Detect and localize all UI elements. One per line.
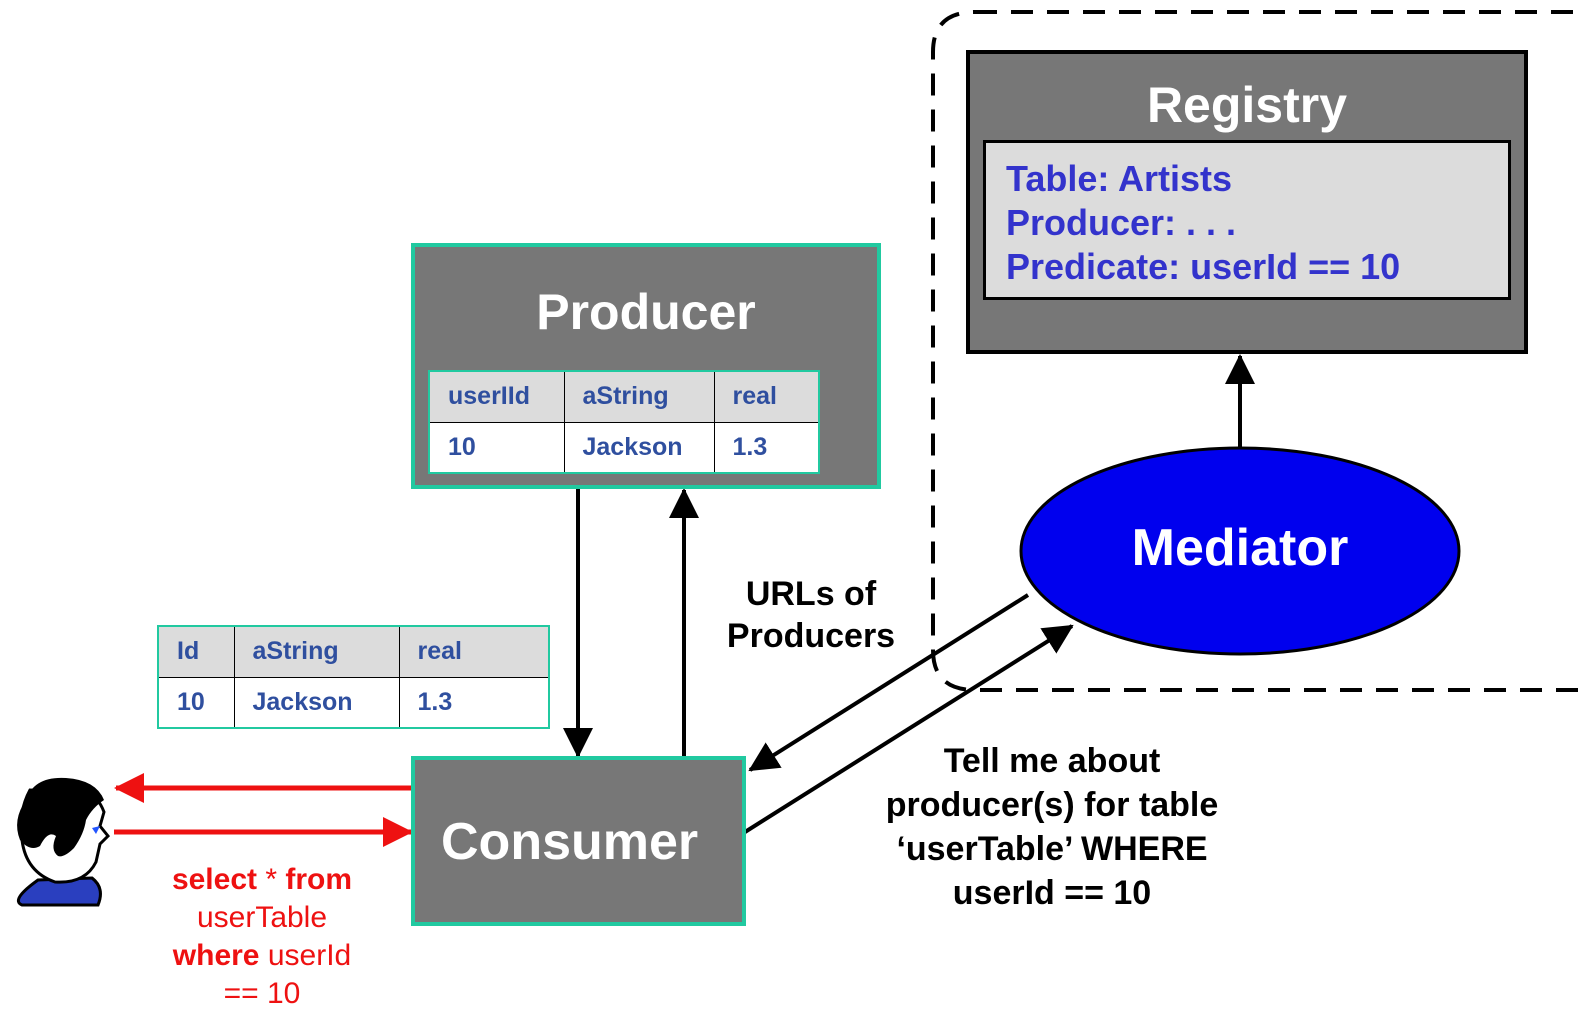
query-line: where userId bbox=[132, 937, 392, 975]
table-header-cell: userIId bbox=[428, 370, 565, 423]
table-header-cell: real bbox=[713, 370, 820, 423]
registry-line: Producer: . . . bbox=[1006, 202, 1237, 243]
registry-title: Registry bbox=[1146, 77, 1348, 133]
mediator-ellipse bbox=[1019, 446, 1461, 656]
urls-of-producers-label: URLs of Producers bbox=[700, 573, 922, 657]
query-keyword: from bbox=[285, 863, 353, 896]
label-line: Tell me about bbox=[943, 742, 1161, 780]
registry-region-border bbox=[931, 10, 1578, 692]
consumer-result-table: Id aString real 10 Jackson 1.3 bbox=[157, 625, 550, 729]
user-head-icon bbox=[17, 777, 111, 907]
label-line: ‘userTable’ WHERE bbox=[896, 830, 1208, 868]
table-cell: Jackson bbox=[563, 421, 715, 474]
query-line: == 10 bbox=[223, 977, 301, 1010]
table-cell: Jackson bbox=[233, 676, 400, 729]
producer-table: userIId aString real 10 Jackson 1.3 bbox=[428, 370, 820, 474]
query-keyword: where bbox=[172, 939, 260, 972]
table-header-cell: Id bbox=[157, 625, 235, 678]
table-header-cell: aString bbox=[233, 625, 400, 678]
label-line: userId == 10 bbox=[952, 874, 1152, 912]
query-line: userTable bbox=[196, 901, 328, 934]
sql-query: select * from userTable where userId == … bbox=[132, 861, 392, 1013]
query-line: select * from bbox=[132, 861, 392, 899]
producer-title: Producer bbox=[536, 284, 756, 340]
arrow-consumer-to-mediator bbox=[743, 624, 1074, 834]
table-header-cell: real bbox=[398, 625, 550, 678]
table-header-cell: aString bbox=[563, 370, 715, 423]
table-cell: 10 bbox=[157, 676, 235, 729]
query-text: userId bbox=[259, 939, 352, 972]
table-header-row: userIId aString real bbox=[428, 370, 820, 423]
query-keyword: select bbox=[171, 863, 258, 896]
registry-line: Table: Artists bbox=[1006, 158, 1233, 199]
mediator-title: Mediator bbox=[1131, 519, 1349, 577]
arrow-mediator-to-consumer bbox=[748, 593, 1030, 772]
consumer-box: Consumer bbox=[411, 756, 746, 926]
table-header-row: Id aString real bbox=[157, 625, 550, 678]
consumer-title: Consumer bbox=[441, 813, 699, 871]
tell-me-about-label: Tell me about producer(s) for table ‘use… bbox=[852, 739, 1252, 915]
table-cell: 1.3 bbox=[713, 421, 820, 474]
table-row: 10 Jackson 1.3 bbox=[428, 421, 820, 474]
label-line: Producers bbox=[726, 617, 896, 655]
registry-line: Predicate: userId == 10 bbox=[1006, 246, 1401, 287]
table-cell: 10 bbox=[428, 421, 565, 474]
registry-entry: Table: Artists Producer: . . . Predicate… bbox=[983, 140, 1511, 300]
table-cell: 1.3 bbox=[398, 676, 550, 729]
table-row: 10 Jackson 1.3 bbox=[157, 676, 550, 729]
label-line: producer(s) for table bbox=[885, 786, 1219, 824]
label-line: URLs of bbox=[745, 575, 877, 613]
query-text: * bbox=[257, 863, 286, 896]
